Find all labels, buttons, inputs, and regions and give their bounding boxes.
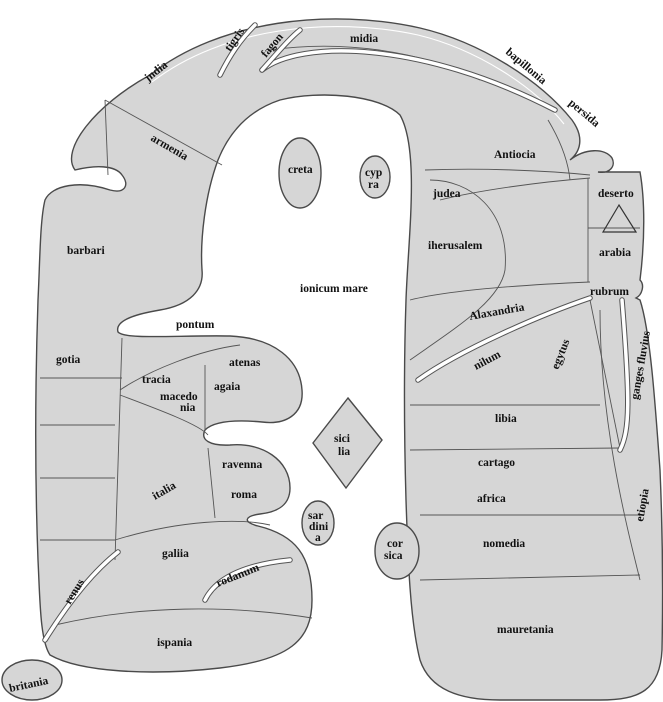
label-gotia: gotia xyxy=(56,354,81,366)
label-mauretania: mauretania xyxy=(497,624,554,636)
label-sicilia-2: lia xyxy=(338,446,350,458)
label-atenas: atenas xyxy=(229,357,261,369)
label-nomedia: nomedia xyxy=(483,538,525,550)
label-agaia: agaia xyxy=(214,381,240,393)
label-barbari: barbari xyxy=(67,245,106,257)
label-africa: africa xyxy=(477,493,506,505)
label-tracia: tracia xyxy=(142,374,171,386)
label-cartago: cartago xyxy=(478,457,515,469)
label-sardinia-1: sar xyxy=(308,510,323,522)
sicilia-island xyxy=(312,396,383,490)
label-macedonia-1: macedo xyxy=(160,391,198,403)
britania-island xyxy=(1,659,63,701)
label-sicilia-1: sici xyxy=(334,433,351,445)
cypra-island xyxy=(359,155,391,199)
label-ionicum-mare: ionicum mare xyxy=(300,283,368,295)
label-pontum: pontum xyxy=(176,319,215,331)
label-roma: roma xyxy=(231,489,257,501)
desert-triangle-symbol xyxy=(601,203,638,233)
label-midia: midia xyxy=(350,33,378,45)
label-macedonia-2: nia xyxy=(180,402,196,414)
label-ravenna: ravenna xyxy=(222,459,263,471)
label-creta: creta xyxy=(288,164,313,176)
label-etiopia: etiopia xyxy=(634,487,652,522)
creta-island xyxy=(278,137,322,209)
label-corsica-2: sica xyxy=(384,550,403,562)
main-landmass xyxy=(35,18,663,701)
label-corsica-1: cor xyxy=(387,538,403,550)
islands xyxy=(1,137,420,701)
label-iherusalem: iherusalem xyxy=(428,240,483,252)
label-deserto: deserto xyxy=(598,188,634,200)
label-libia: libia xyxy=(495,413,517,425)
rivers xyxy=(42,22,631,643)
label-cypra-1: cyp xyxy=(365,167,382,179)
label-galiia: galiia xyxy=(162,548,189,560)
region-borders xyxy=(40,45,641,626)
label-sardinia-3: a xyxy=(315,532,321,544)
label-judea: judea xyxy=(432,188,461,200)
label-cypra-2: ra xyxy=(368,179,379,191)
sardinia-island xyxy=(301,500,335,546)
label-arabia: arabia xyxy=(599,247,631,259)
label-rubrum: rubrum xyxy=(590,286,629,298)
label-sardinia-2: dini xyxy=(309,521,329,533)
corsica-island xyxy=(374,522,420,580)
label-ispania: ispania xyxy=(157,637,192,649)
label-antiocia: Antiocia xyxy=(494,149,536,161)
